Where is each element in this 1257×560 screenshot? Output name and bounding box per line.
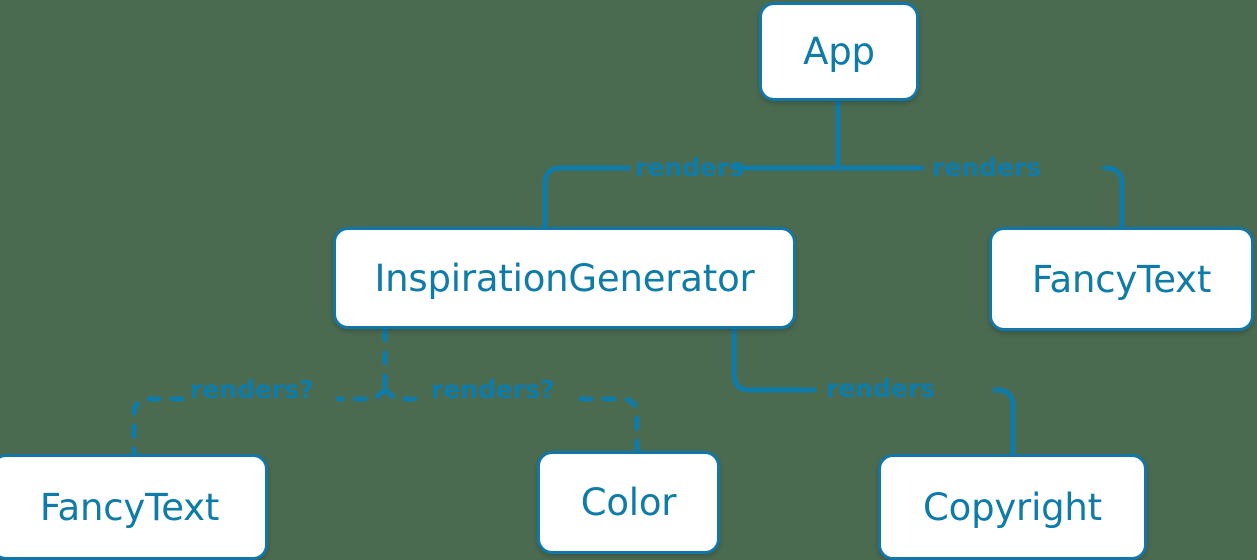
node-fancytext-right-label: FancyText [1031, 257, 1212, 301]
edge-label-inspirationgenerator-to-copyright: renders [826, 374, 936, 403]
node-inspirationgenerator[interactable]: InspirationGenerator [333, 227, 796, 329]
node-inspirationgenerator-label: InspirationGenerator [374, 256, 755, 300]
edge-label-app-to-fancytext: renders [932, 153, 1042, 182]
node-app-label: App [803, 30, 875, 73]
node-color[interactable]: Color [537, 451, 720, 554]
node-color-label: Color [580, 481, 677, 524]
edge-ig-to-color-left-segment [382, 387, 425, 402]
node-copyright-label: Copyright [923, 485, 1102, 529]
edge-ig-to-fancy-bottom-left-segment [131, 396, 185, 457]
node-app[interactable]: App [759, 2, 919, 101]
node-copyright[interactable]: Copyright [878, 454, 1147, 560]
edge-app-to-ig-left-segment [542, 165, 631, 230]
edge-ig-to-copyright-right-segment [992, 387, 1016, 457]
edge-label-inspirationgenerator-to-fancytext: renders? [190, 375, 314, 404]
node-fancytext-bottom-label: FancyText [39, 485, 220, 529]
edge-label-inspirationgenerator-to-color: renders? [431, 375, 555, 404]
node-fancytext-right[interactable]: FancyText [989, 227, 1254, 331]
edge-ig-to-fancy-bottom-right-segment [335, 387, 388, 402]
edge-ig-to-copyright-left-segment [731, 326, 817, 393]
edge-app-to-fancy-right-segment [1102, 165, 1125, 230]
node-fancytext-bottom[interactable]: FancyText [0, 454, 268, 560]
edge-label-app-to-inspirationgenerator: renders [635, 153, 745, 182]
edge-ig-to-color-right-segment [578, 396, 640, 454]
